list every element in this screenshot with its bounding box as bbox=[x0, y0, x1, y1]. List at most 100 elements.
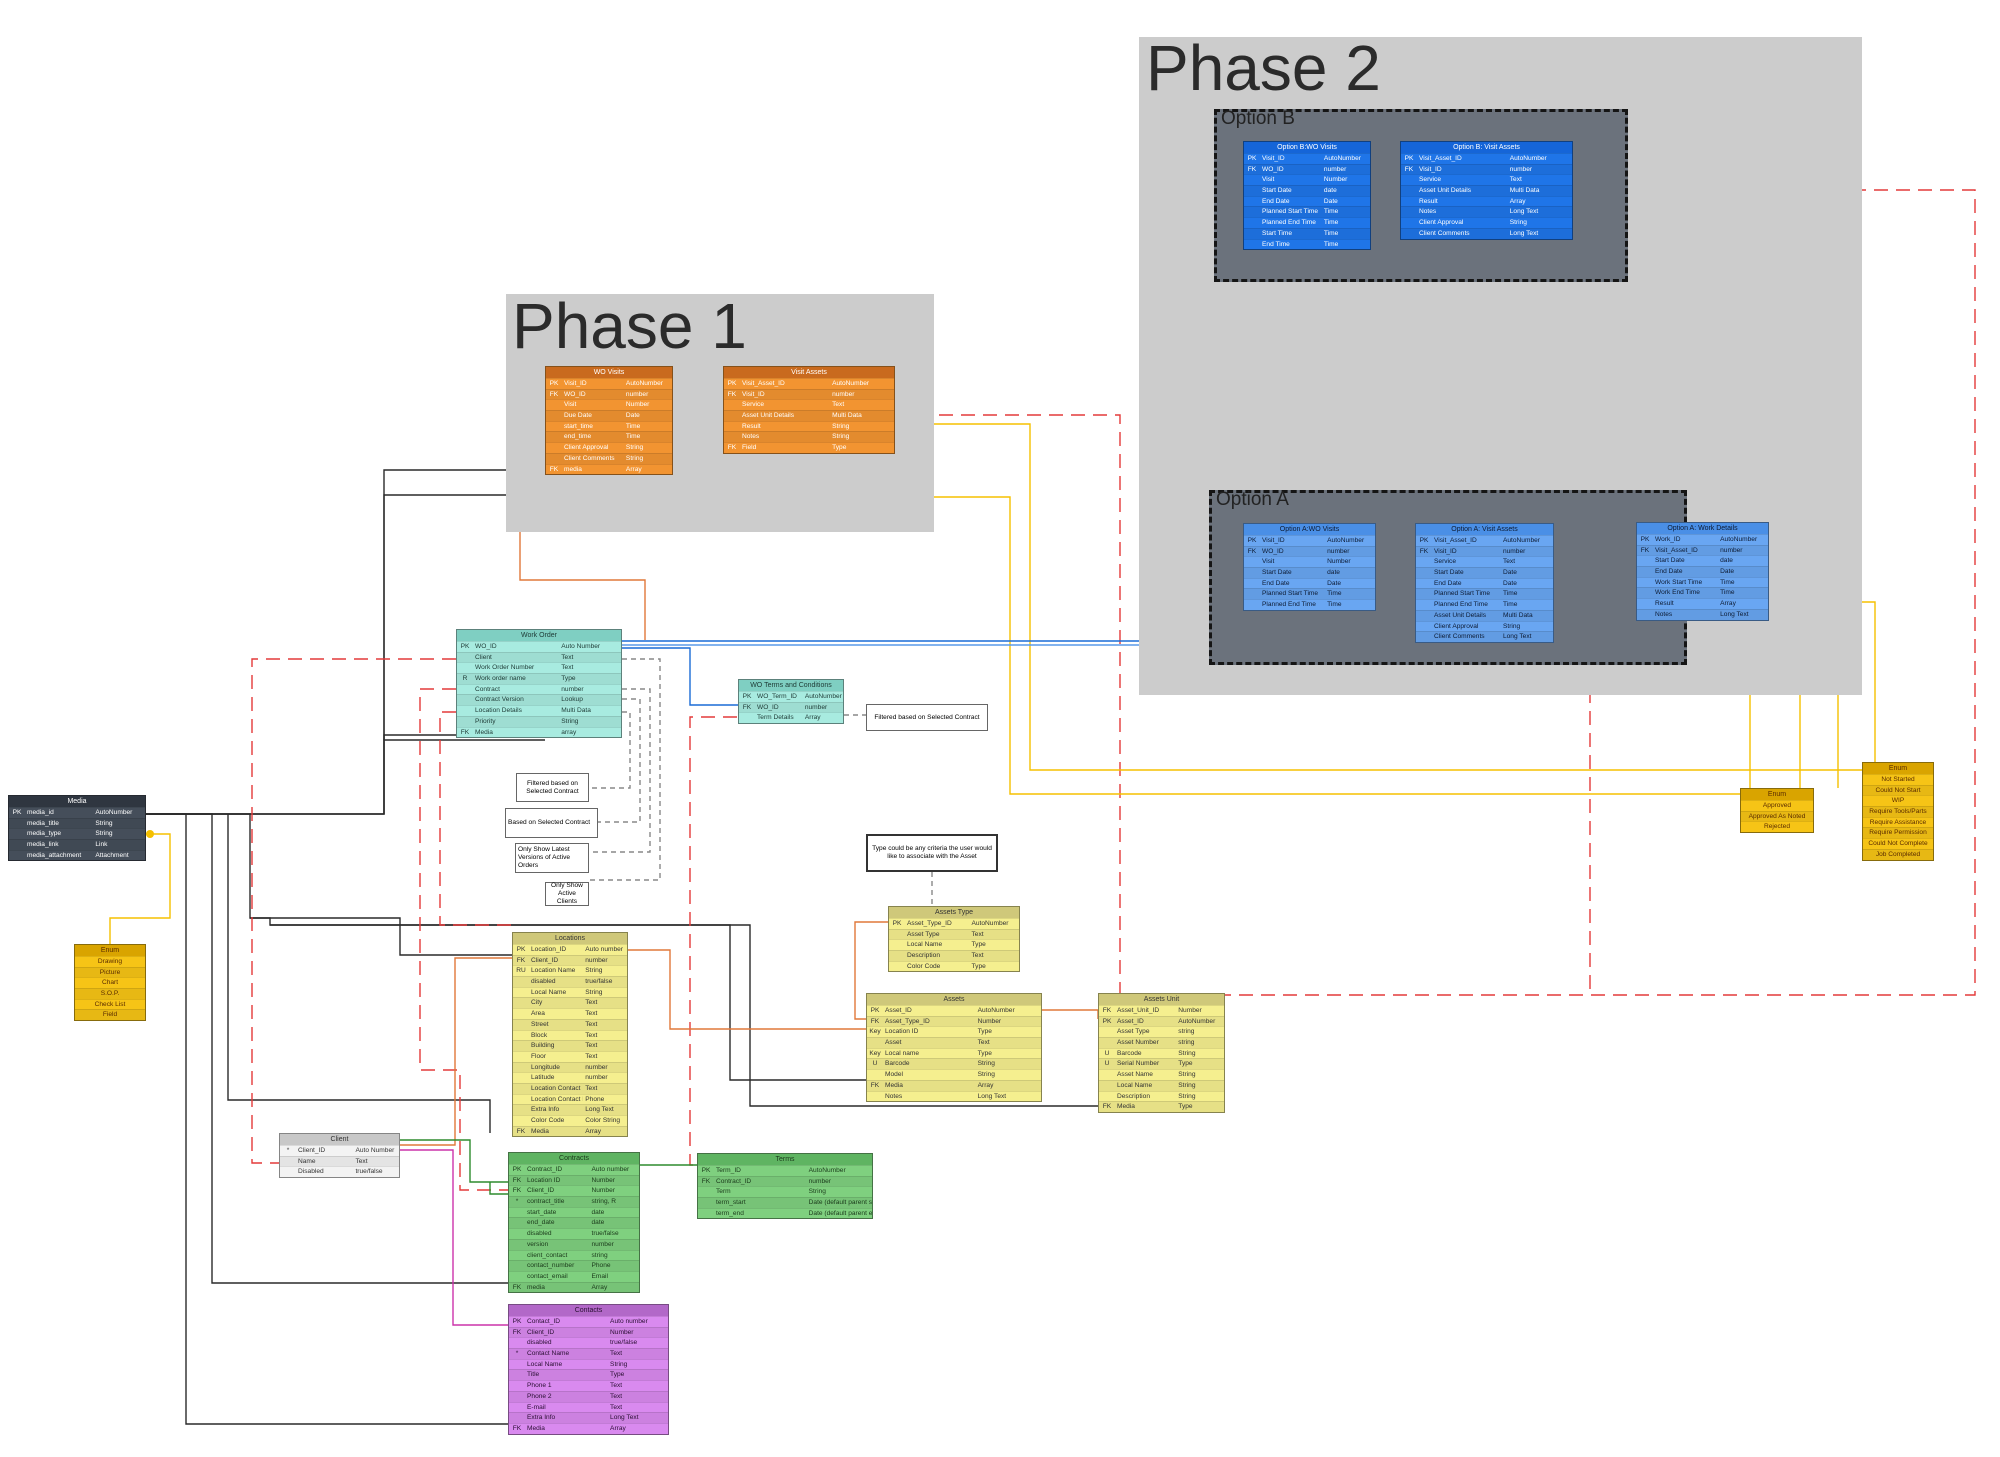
table-row[interactable]: Require Permission bbox=[1863, 827, 1933, 839]
table-row[interactable]: Location Contact NumberPhone bbox=[513, 1093, 627, 1105]
table-row[interactable]: Chart bbox=[75, 977, 145, 988]
table-row[interactable]: Require Tools/Parts bbox=[1863, 806, 1933, 817]
table-row[interactable]: Approved As Noted bbox=[1741, 810, 1813, 822]
table-row[interactable]: Could Not Start bbox=[1863, 784, 1933, 796]
table-row[interactable]: S.O.P. bbox=[75, 988, 145, 999]
table-row[interactable]: Picture bbox=[75, 966, 145, 978]
